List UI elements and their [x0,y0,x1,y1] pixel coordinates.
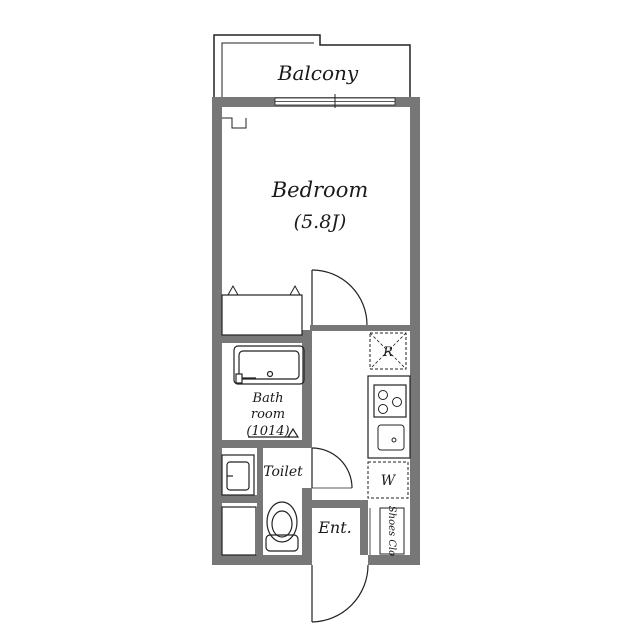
refrigerator [369,332,407,370]
toilet-icon [265,501,299,552]
toilet-door [311,447,353,489]
bedroom-size-label: (5.8J) [294,211,347,233]
shower-icon [235,373,256,384]
washer-label: W [381,473,397,489]
bathroom-label-line1: Bath [252,391,284,406]
bathroom-door [248,427,300,438]
shoes-closet [379,507,405,555]
bathroom-size-label: (1014) [246,424,289,439]
balcony [213,34,411,97]
toilet-label: Toilet [263,464,303,480]
bathtub-icon [233,345,305,385]
kitchen-sink-icon [377,424,405,451]
kitchen-counter [367,375,411,459]
washbasin-icon [221,454,255,496]
bathroom-label-line2: room [251,407,285,422]
balcony-window [274,94,396,108]
entrance-label: Ent. [317,518,352,537]
balcony-label: Balcony [277,61,359,85]
interior-walls [222,325,410,555]
shoes-closet-label: Shoes Clo [386,506,397,556]
washer-space [367,461,409,499]
storage-cabinet [221,506,257,556]
refrigerator-label: R [382,345,393,360]
bedroom-closet [221,117,303,336]
entrance-door [311,564,369,623]
bedroom-label: Bedroom [271,178,369,202]
bedroom-door [311,269,368,326]
stove-icon [378,390,402,414]
